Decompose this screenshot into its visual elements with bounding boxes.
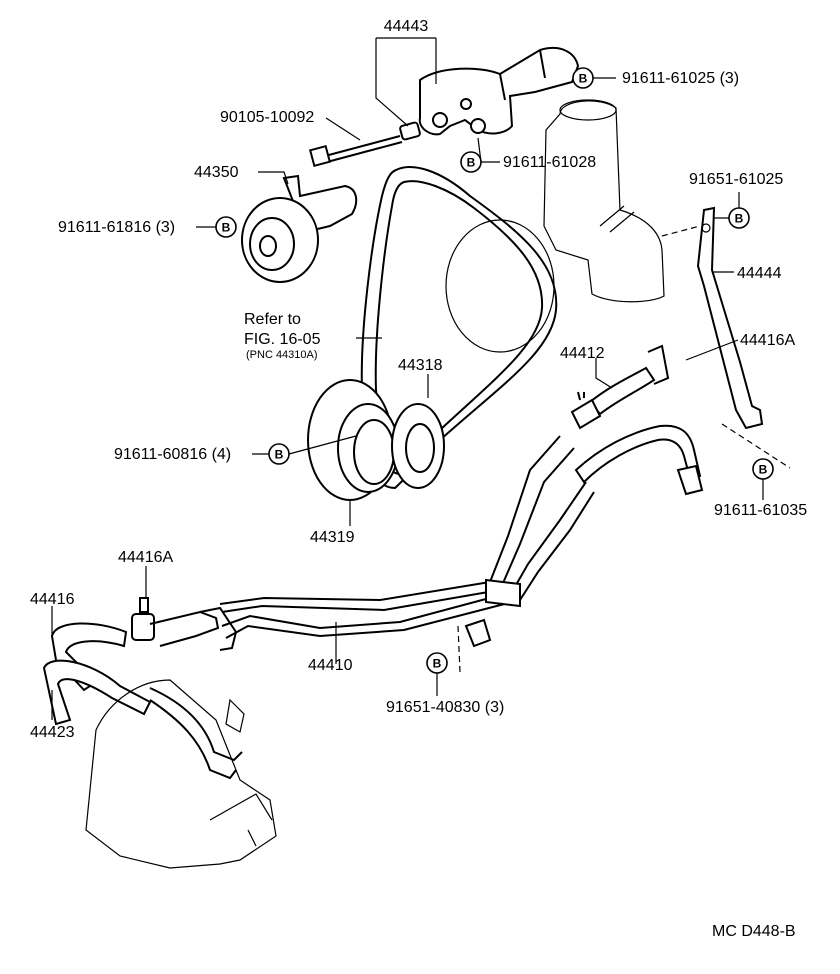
return-hose [574,424,704,496]
callout-91611-61035: 91611-61035 [714,502,807,519]
hose-stay [696,206,791,469]
bolt-symbol-91611-61035: B [752,458,774,480]
callout-91611-61028: 91611-61028 [503,154,596,171]
crank-pulley [307,379,399,501]
svg-text:B: B [222,221,231,235]
callout-pnc-44310a: (PNC 44310A) [246,349,318,361]
callout-44443: 44443 [384,18,429,35]
bolt-symbol-91611-60816: B [268,443,290,465]
callout-44423: 44423 [30,724,75,741]
callout-44416a-left: 44416A [118,549,173,566]
callout-44416a-right: 44416A [740,332,795,349]
pulley-plate [391,403,445,489]
callout-44410: 44410 [308,657,353,674]
callout-91651-40830: 91651-40830 (3) [386,699,504,716]
pump-reservoir [543,99,701,303]
callout-44412: 44412 [560,345,605,362]
pump-bracket [418,47,580,136]
bolt-symbol-91651-61025: B [728,207,750,229]
svg-text:B: B [433,657,442,671]
callout-91611-60816: 91611-60816 (4) [114,446,231,463]
bolt-symbol-91611-61025: B [572,67,594,89]
spacer-and-bolt [308,121,421,168]
bolt-symbol-91651-40830: B [426,652,448,674]
svg-text:B: B [579,72,588,86]
callout-44416: 44416 [30,591,75,608]
callout-refer-to: Refer to [244,311,301,328]
callout-90105-10092: 90105-10092 [220,109,314,126]
idler-pulley [241,174,358,283]
svg-text:B: B [759,463,768,477]
gear-box-hoses [42,597,277,869]
leader-lines [51,37,764,720]
callout-44444: 44444 [737,265,782,282]
callout-44319: 44319 [310,529,355,546]
tube-assembly [219,435,595,673]
callout-44318: 44318 [398,357,443,374]
callout-fig-16-05: FIG. 16-05 [244,331,321,348]
figure-code: MC D448-B [712,923,796,940]
svg-text:B: B [467,156,476,170]
callout-91651-61025: 91651-61025 [689,171,783,188]
pressure-hose [570,344,670,430]
svg-text:B: B [735,212,744,226]
bolt-symbol-91611-61028: B [460,151,482,173]
bolt-symbol-91611-61816: B [215,216,237,238]
callout-44350: 44350 [194,164,239,181]
callout-91611-61816: 91611-61816 (3) [58,219,175,236]
callout-91611-61025: 91611-61025 (3) [622,70,739,87]
svg-text:B: B [275,448,284,462]
